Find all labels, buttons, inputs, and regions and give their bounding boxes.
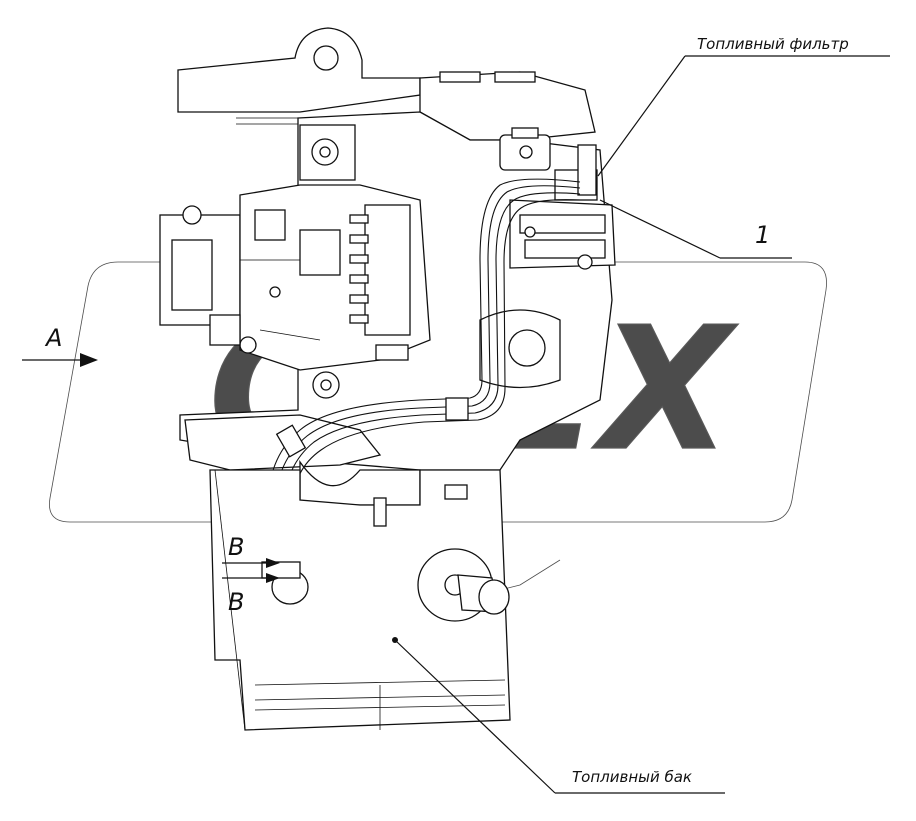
section-b-bottom-label: B [228, 588, 244, 616]
arrow-head-icon [80, 353, 98, 367]
item-1-callout: 1 [599, 199, 792, 259]
fuel-tank-label: Топливный бак [572, 768, 692, 786]
injection-pump [159, 184, 431, 371]
item-1-label: 1 [755, 221, 770, 249]
upper-frame [177, 27, 596, 141]
section-b-top-label: B [228, 533, 244, 561]
fuel-hoses [267, 178, 581, 571]
fuel-tank [209, 469, 511, 731]
view-a-arrow: A [22, 324, 98, 367]
fuel-tank-callout: Топливный бак [394, 639, 725, 794]
section-b-arrows: B B [222, 533, 280, 616]
arrow-head-icon [266, 573, 280, 583]
fuel-filter-label: Топливный фильтр [697, 35, 849, 53]
fuel-filter-assembly [499, 127, 616, 270]
view-a-label: A [44, 324, 62, 352]
fuel-filter-callout: Топливный фильтр [597, 35, 890, 177]
arrow-head-icon [266, 558, 280, 568]
